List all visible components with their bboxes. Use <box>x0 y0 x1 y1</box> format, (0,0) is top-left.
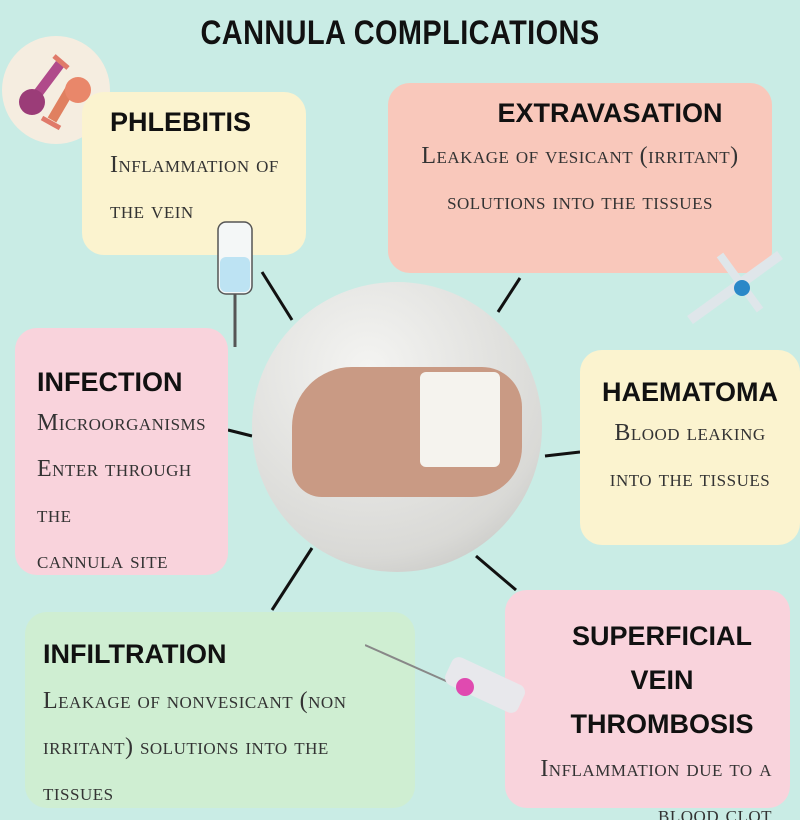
card-text: Leakage of vesicant (irritant) <box>421 143 739 169</box>
card-text: irritant) solutions into the tissues <box>43 734 329 806</box>
card-text: the vein <box>110 198 194 224</box>
syringe-logo-icon <box>19 54 91 131</box>
connector-infection <box>227 428 253 438</box>
card-title: HAEMATOMA <box>602 377 778 407</box>
card-text: Inflammation of <box>110 152 279 178</box>
page-title: CANNULA COMPLICATIONS <box>200 14 600 52</box>
card-text: solutions into the tissues <box>447 189 713 215</box>
card-extravasation: EXTRAVASATION Leakage of vesicant (irrit… <box>388 83 772 273</box>
card-phlebitis: PHLEBITIS Inflammation of the vein <box>82 92 306 255</box>
card-title: SUPERFICIAL VEIN THROMBOSIS <box>570 621 754 739</box>
card-text: Leakage of nonvesicant (non <box>43 688 347 714</box>
cannula-needle-icon <box>365 644 525 713</box>
card-infiltration: INFILTRATION Leakage of nonvesicant (non… <box>25 612 415 808</box>
card-text: Enter through the <box>37 456 192 528</box>
card-text: into the tissues <box>609 466 771 492</box>
card-text: Inflammation due to a <box>540 756 772 782</box>
connector-haematoma <box>544 450 581 458</box>
connector-extravasation <box>496 277 522 313</box>
connector-infiltration <box>270 547 314 611</box>
connector-svt <box>475 554 517 592</box>
card-haematoma: HAEMATOMA Blood leaking into the tissues <box>580 350 800 545</box>
card-superficial-vein-thrombosis: SUPERFICIAL VEIN THROMBOSIS Inflammation… <box>505 590 790 820</box>
cannula-hand-photo <box>252 282 542 572</box>
card-text: Blood leaking <box>614 420 766 446</box>
iv-bag-icon <box>217 221 253 347</box>
card-text: cannula site <box>37 548 168 574</box>
connector-phlebitis <box>260 271 294 321</box>
card-title: EXTRAVASATION <box>497 98 723 128</box>
cannula-connector-icon <box>687 250 783 325</box>
card-text: Microorganisms <box>37 410 207 436</box>
card-title: INFECTION <box>37 367 183 397</box>
card-text: blood clot <box>658 802 772 820</box>
card-title: PHLEBITIS <box>110 107 252 137</box>
card-title: INFILTRATION <box>43 639 227 669</box>
